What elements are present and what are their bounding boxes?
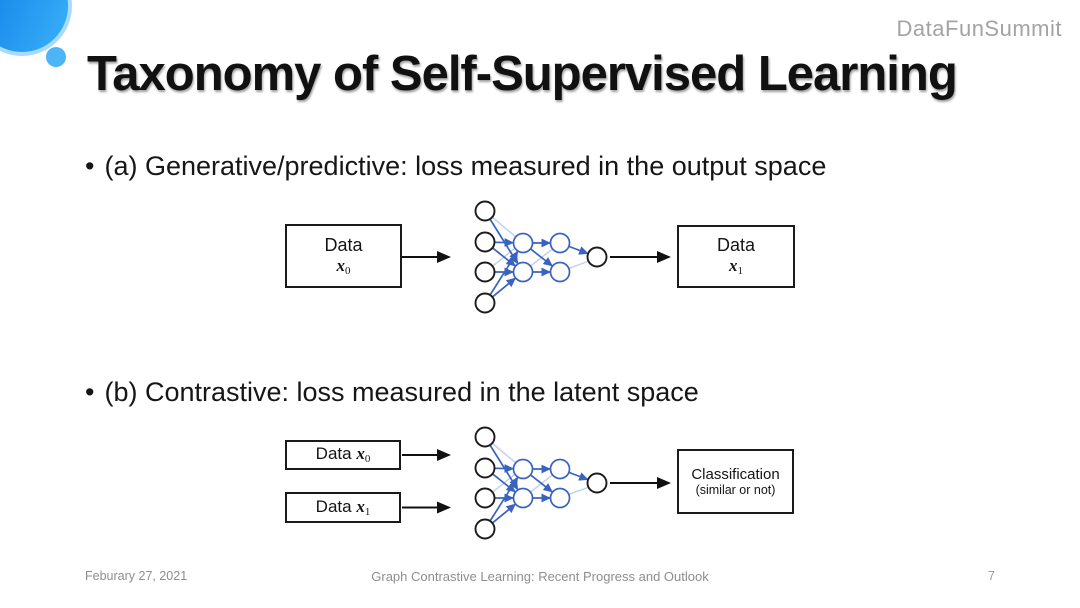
network-input-node xyxy=(474,200,496,222)
data-x1-box: Data x1 xyxy=(677,225,795,288)
bullet-a-text: (a) Generative/predictive: loss measured… xyxy=(104,151,827,181)
classification-label: Classification xyxy=(691,465,780,483)
network-input-node xyxy=(474,292,496,314)
bullet-b-text: (b) Contrastive: loss measured in the la… xyxy=(104,377,699,407)
footer-page-number: 7 xyxy=(988,569,995,583)
diagram-b-network-svg xyxy=(402,426,671,540)
network-hidden-node xyxy=(512,458,534,480)
math-x1: x1 xyxy=(729,256,743,278)
classification-box: Classification (similar or not) xyxy=(677,449,794,514)
network-hidden-node xyxy=(512,261,534,283)
network-hidden-node xyxy=(512,487,534,509)
network-input-node xyxy=(474,518,496,540)
footer-presentation-title: Graph Contrastive Learning: Recent Progr… xyxy=(371,569,709,584)
network-input-node xyxy=(474,457,496,479)
data-x0-box: Data x0 xyxy=(285,224,402,288)
network-output-node xyxy=(586,246,608,268)
bullet-dot: • xyxy=(85,151,95,181)
blob-small-dot-decoration xyxy=(46,47,66,67)
neural-network-a xyxy=(474,200,608,314)
network-hidden-node xyxy=(549,487,571,509)
bullet-a: • (a) Generative/predictive: loss measure… xyxy=(85,151,826,182)
data-label: Data xyxy=(716,235,756,256)
data-x0-label: Data x0 xyxy=(315,444,371,466)
data-x1-input-box: Data x1 xyxy=(285,492,401,523)
data-x0-input-box: Data x0 xyxy=(285,440,401,470)
diagram-a-network-svg xyxy=(400,200,671,314)
network-hidden-node xyxy=(512,232,534,254)
bullet-b: • (b) Contrastive: loss measured in the l… xyxy=(85,377,699,408)
network-input-node xyxy=(474,261,496,283)
network-hidden-node xyxy=(549,458,571,480)
blob-decoration xyxy=(0,0,68,52)
bullet-dot: • xyxy=(85,377,95,407)
network-output-node xyxy=(586,472,608,494)
footer-date: Feburary 27, 2021 xyxy=(85,569,188,583)
math-x0: x0 xyxy=(336,255,351,277)
data-label: Data xyxy=(324,234,363,255)
slide-title: Taxonomy of Self-Supervised Learning xyxy=(87,47,958,101)
data-x1-label: Data x1 xyxy=(315,496,371,518)
similar-or-not-label: (similar or not) xyxy=(695,482,776,497)
network-hidden-node xyxy=(549,232,571,254)
network-input-node xyxy=(474,426,496,448)
datafunsummit-logo: DataFunSummit xyxy=(896,16,1062,41)
network-input-node xyxy=(474,487,496,509)
neural-network-b xyxy=(474,426,608,540)
network-hidden-node xyxy=(549,261,571,283)
network-input-node xyxy=(474,231,496,253)
